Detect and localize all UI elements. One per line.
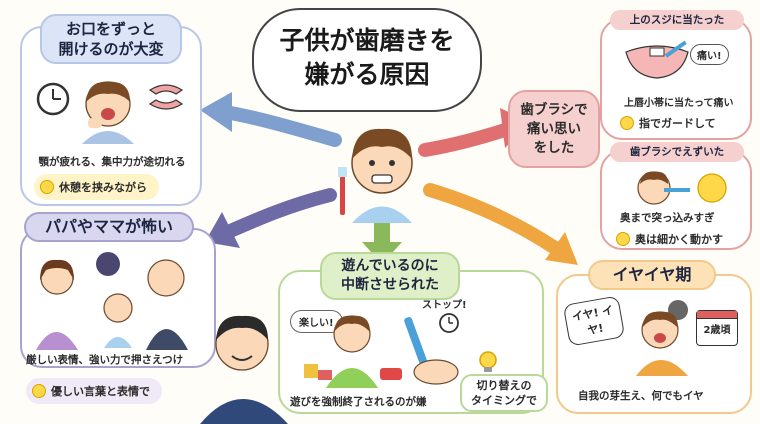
main-title-line2: 嫌がる原因 (304, 60, 430, 89)
panel-pain-sub2-tip: 奥は細かく動かす (616, 228, 723, 250)
panel-pain-sub1-tip-text: 指でガードして (639, 117, 716, 130)
panel-play-title-line1: 遊んでいるのに (341, 258, 439, 274)
tired-child-illustration (82, 81, 134, 144)
main-title-line1: 子供が歯磨きを (279, 26, 455, 55)
panel-play-tip-line1: 切り替えの (476, 379, 532, 392)
panel-parents-tip-text: 優しい言葉と表情で (51, 385, 150, 398)
panel-parents-desc: 厳しい表情、強い力で押さえつけ (26, 354, 184, 366)
panel-mouth-desc: 顎が疲れる、集中力が途切れる (38, 156, 186, 168)
panel-mouth-title-line1: お口をずっと (65, 20, 156, 38)
panel-play-title-line2: 中断させられた (341, 277, 439, 293)
panel-mouth-title: お口をずっと 開けるのが大変 (40, 14, 182, 64)
angry-parents-illustration (36, 252, 188, 350)
panel-mouth-title-line2: 開けるのが大変 (58, 40, 164, 58)
panel-play-desc: 遊びを強制終了されるのが嫌 (290, 396, 427, 408)
lightbulb-icon-sub1 (620, 116, 634, 130)
gagging-child-illustration (637, 171, 727, 205)
open-mouth-icon (148, 84, 184, 110)
panel-iya-desc: 自我の芽生え、何でもイヤ (578, 390, 704, 402)
bubble-ouch: 痛い! (690, 44, 729, 65)
panel-pain-sub2-tip-text: 奥は細かく動かす (635, 233, 723, 246)
lightbulb-icon-sub2 (616, 232, 630, 246)
panel-pain-title-line1: 歯ブラシで (520, 102, 588, 118)
title-cloud (252, 8, 482, 112)
panel-pain-sub1-title: 上のスジに当たった (610, 10, 744, 30)
lightbulb-icon (40, 180, 54, 194)
panel-iya-title: イヤイヤ期 (588, 260, 716, 290)
lightbulb-heart-icon (32, 384, 46, 398)
arrow-to-mouth (200, 92, 342, 147)
panel-play-tip: 切り替えの タイミングで (460, 374, 548, 412)
arrow-to-parents (205, 188, 337, 248)
bubble-stop: ストップ! (422, 300, 467, 311)
playing-child-illustration (304, 315, 402, 388)
panel-play-tip-line2: タイミングで (471, 394, 537, 407)
panel-pain-sub1-desc: 上唇小帯に当たって痛い (624, 98, 734, 109)
panel-pain-title-line3: をした (533, 140, 575, 156)
panel-pain-title-line2: 痛い思い (527, 121, 581, 137)
clock-icon-small (439, 313, 459, 333)
panel-pain-title: 歯ブラシで 痛い思い をした (508, 90, 600, 168)
clock-icon (36, 82, 70, 116)
upper-lip-illustration (625, 40, 689, 79)
panel-parents-title: パパやママが怖い (24, 212, 194, 242)
panel-pain-sub2-title: 歯ブラシでえずいた (610, 142, 744, 162)
panel-play-title: 遊んでいるのに 中断させられた (320, 252, 460, 300)
panel-pain-sub1-tip: 指でガードして (620, 112, 716, 134)
hand-toothbrush-illustration (404, 317, 459, 385)
panel-mouth-tip-text: 休憩を挟みながら (59, 181, 147, 194)
worried-child-illustration (338, 128, 413, 223)
lightbulb-icon-play (479, 351, 497, 372)
panel-pain-sub2-desc: 奥まで突っ込みすぎ (620, 212, 715, 224)
calendar-label: 2歳頃 (703, 325, 731, 336)
tantrum-child-illustration (636, 300, 688, 376)
main-title: 子供が歯磨きを 嫌がる原因 (252, 24, 482, 92)
arrow-to-iya (423, 183, 578, 265)
calendar-icon: 2歳頃 (696, 310, 738, 346)
panel-parents-tip: 優しい言葉と表情で (26, 378, 162, 404)
panel-mouth-tip: 休憩を挟みながら (34, 174, 159, 200)
